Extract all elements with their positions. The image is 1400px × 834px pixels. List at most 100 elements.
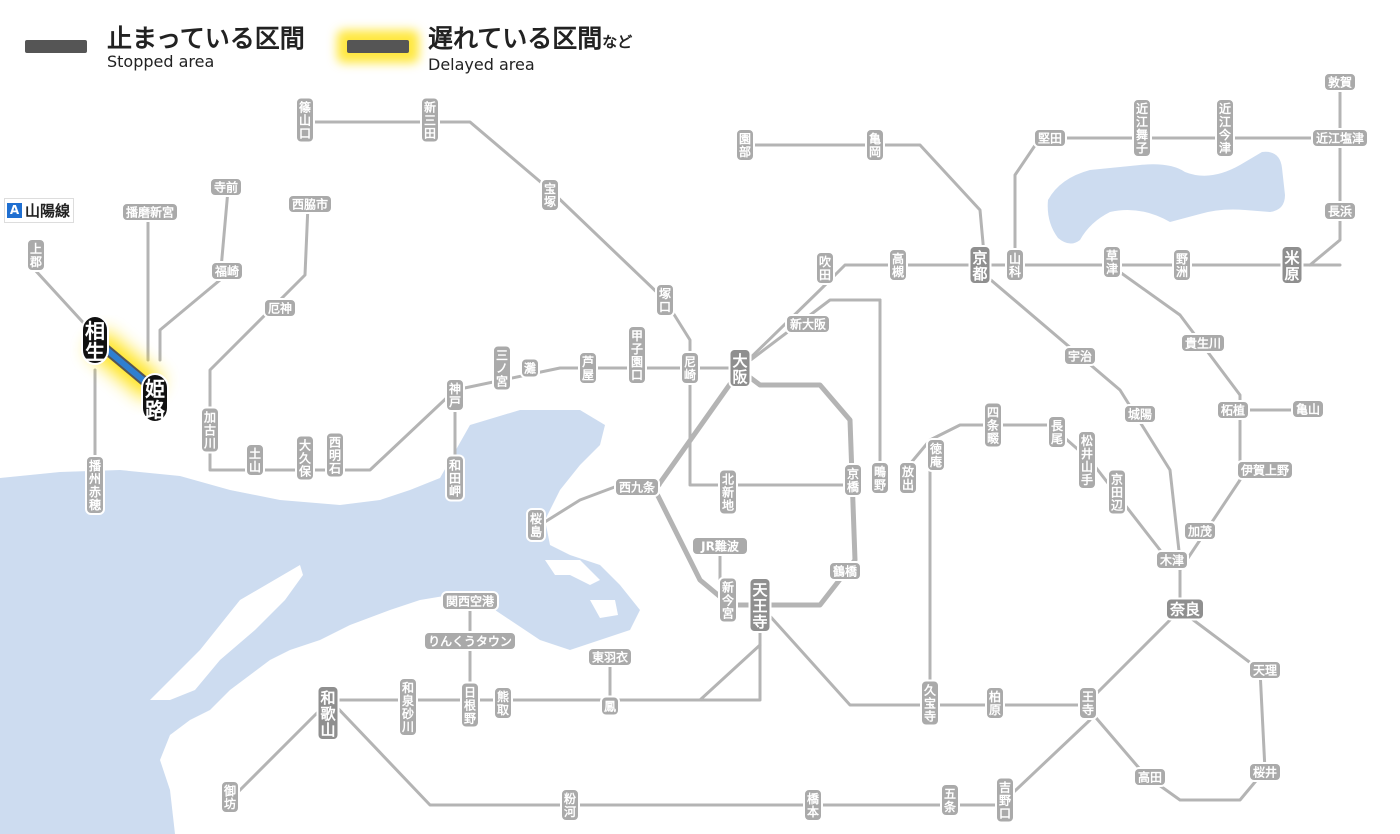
station-shinosaka[interactable]: 新大阪 — [785, 314, 831, 334]
station-nishikujo[interactable]: 西九条 — [614, 477, 660, 497]
station-oji[interactable]: 王寺 — [1078, 686, 1098, 720]
station-gobo[interactable]: 御坊 — [220, 780, 240, 814]
station-label: 柏原 — [989, 689, 1001, 717]
station-kansaiairport[interactable]: 関西空港 — [441, 591, 499, 611]
station-nishiwakishi[interactable]: 西脇市 — [287, 194, 333, 214]
station-tsukaguchi[interactable]: 塚口 — [655, 283, 675, 317]
station-kakogawa[interactable]: 加古川 — [200, 406, 220, 454]
station-label: 亀山 — [1296, 401, 1320, 416]
station-kyobashi[interactable]: 京橋 — [843, 463, 863, 497]
station-doyama[interactable]: 土山 — [245, 443, 265, 477]
station-shinsanda[interactable]: 新三田 — [420, 96, 440, 144]
station-harimashingu[interactable]: 播磨新宮 — [121, 202, 179, 222]
station-nishiakashi[interactable]: 西明石 — [325, 431, 345, 479]
station-otori[interactable]: 鳳 — [600, 695, 620, 717]
station-jrnamba[interactable]: JR難波 — [691, 536, 749, 556]
station-omimaiko[interactable]: 近江舞子 — [1132, 98, 1152, 158]
station-label: 宇治 — [1068, 348, 1092, 363]
station-teramae[interactable]: 寺前 — [209, 177, 243, 197]
station-wakayama[interactable]: 和歌山 — [316, 685, 340, 741]
station-label: 芦屋 — [582, 354, 594, 382]
inner-sea — [0, 770, 60, 834]
station-uji[interactable]: 宇治 — [1063, 346, 1097, 366]
station-kyuhoji[interactable]: 久宝寺 — [920, 679, 940, 727]
station-label: 桜島 — [530, 511, 542, 539]
station-joyo[interactable]: 城陽 — [1123, 404, 1157, 424]
station-yasu[interactable]: 野洲 — [1172, 248, 1192, 282]
station-takada[interactable]: 高田 — [1133, 767, 1167, 787]
station-amagasaki[interactable]: 尼崎 — [680, 351, 700, 385]
station-izumisunagawa[interactable]: 和泉砂川 — [398, 677, 418, 737]
station-wadamisaki[interactable]: 和田岬 — [445, 454, 465, 502]
station-shigino[interactable]: 鴫野 — [870, 461, 890, 495]
station-osaka[interactable]: 大阪 — [728, 348, 752, 388]
station-katata[interactable]: 堅田 — [1033, 128, 1067, 148]
kusatsu-line — [1108, 263, 1242, 572]
station-suita[interactable]: 吹田 — [815, 251, 835, 285]
station-label: 長尾 — [1051, 418, 1064, 446]
station-hineno[interactable]: 日根野 — [460, 681, 480, 729]
line-badge-sanyo[interactable]: A 山陽線 — [4, 198, 75, 223]
station-matsuiyamate[interactable]: 松井山手 — [1077, 430, 1097, 490]
station-takarazuka[interactable]: 宝塚 — [540, 178, 560, 212]
station-tsuge[interactable]: 柘植 — [1216, 400, 1250, 420]
station-sannomiya[interactable]: 三ノ宮 — [492, 344, 512, 392]
station-higashihagoromo[interactable]: 東羽衣 — [587, 647, 633, 667]
station-tennoji[interactable]: 天王寺 — [748, 577, 772, 633]
station-kumatori[interactable]: 熊取 — [493, 686, 513, 720]
station-gojo[interactable]: 五条 — [940, 783, 960, 817]
station-ashiya[interactable]: 芦屋 — [578, 351, 598, 385]
line-name: 山陽線 — [25, 202, 71, 220]
station-maibara[interactable]: 米原 — [1280, 245, 1304, 285]
station-nada[interactable]: 灘 — [520, 357, 540, 379]
station-kameyama[interactable]: 亀山 — [1291, 399, 1325, 419]
station-nagahama[interactable]: 長浜 — [1323, 201, 1357, 221]
station-tsuruhashi[interactable]: 鶴橋 — [828, 561, 862, 581]
station-sonobe[interactable]: 園部 — [735, 128, 755, 162]
station-omishiotsu[interactable]: 近江塩津 — [1311, 128, 1369, 148]
station-sakurajima[interactable]: 桜島 — [526, 508, 546, 542]
station-okubo[interactable]: 大久保 — [295, 434, 315, 482]
station-yoshinoguchi[interactable]: 吉野口 — [995, 776, 1015, 824]
station-himeji[interactable]: 姫路 — [141, 373, 169, 423]
station-kamo[interactable]: 加茂 — [1183, 521, 1217, 541]
station-kusatsu[interactable]: 草津 — [1102, 245, 1122, 279]
station-kizu[interactable]: 木津 — [1155, 550, 1189, 570]
station-kyotanabe[interactable]: 京田辺 — [1107, 468, 1127, 516]
station-shijonawate[interactable]: 四条畷 — [983, 401, 1003, 449]
station-fukusaki[interactable]: 福崎 — [210, 261, 244, 281]
station-kitashinchi[interactable]: 北新地 — [718, 468, 738, 516]
station-kamigori[interactable]: 上郡 — [26, 238, 46, 272]
station-tokuan[interactable]: 徳庵 — [926, 438, 946, 472]
station-label: 厄神 — [268, 300, 292, 315]
station-kobe[interactable]: 神戸 — [445, 378, 465, 412]
nara-line — [983, 273, 1182, 562]
station-nagao[interactable]: 長尾 — [1047, 415, 1067, 449]
station-kibukawa[interactable]: 貴生川 — [1180, 333, 1226, 353]
station-kyoto[interactable]: 京都 — [968, 245, 992, 285]
station-sakurai[interactable]: 桜井 — [1248, 762, 1282, 782]
station-kokawa[interactable]: 粉河 — [560, 788, 580, 822]
station-sasayamaguchi[interactable]: 篠山口 — [295, 96, 315, 144]
station-hashimoto[interactable]: 橋本 — [803, 788, 823, 822]
station-kashiwara[interactable]: 柏原 — [985, 686, 1005, 720]
station-rinkutown[interactable]: りんくうタウン — [423, 631, 517, 651]
station-shinimamiya[interactable]: 新今宮 — [718, 576, 738, 624]
station-omiimazu[interactable]: 近江今津 — [1215, 98, 1235, 158]
station-tsuruga[interactable]: 敦賀 — [1323, 72, 1357, 92]
station-tenri[interactable]: 天理 — [1248, 660, 1282, 680]
fukuchiyama-line — [303, 120, 692, 372]
station-hanaten[interactable]: 放出 — [898, 461, 918, 495]
tozai-line — [688, 368, 862, 487]
station-koshienguchi[interactable]: 甲子園口 — [627, 325, 647, 385]
station-label: 尼崎 — [684, 355, 696, 382]
station-banshuako[interactable]: 播州赤穂 — [85, 455, 105, 515]
station-nara[interactable]: 奈良 — [1165, 597, 1205, 621]
station-label: 貴生川 — [1185, 335, 1221, 350]
station-kameoka[interactable]: 亀岡 — [865, 128, 885, 162]
station-yakujin[interactable]: 厄神 — [263, 298, 297, 318]
station-takatsuki[interactable]: 高槻 — [888, 248, 908, 282]
station-igaueno[interactable]: 伊賀上野 — [1236, 460, 1294, 480]
station-yamashina[interactable]: 山科 — [1005, 248, 1025, 282]
station-aioi[interactable]: 相生 — [81, 315, 109, 365]
